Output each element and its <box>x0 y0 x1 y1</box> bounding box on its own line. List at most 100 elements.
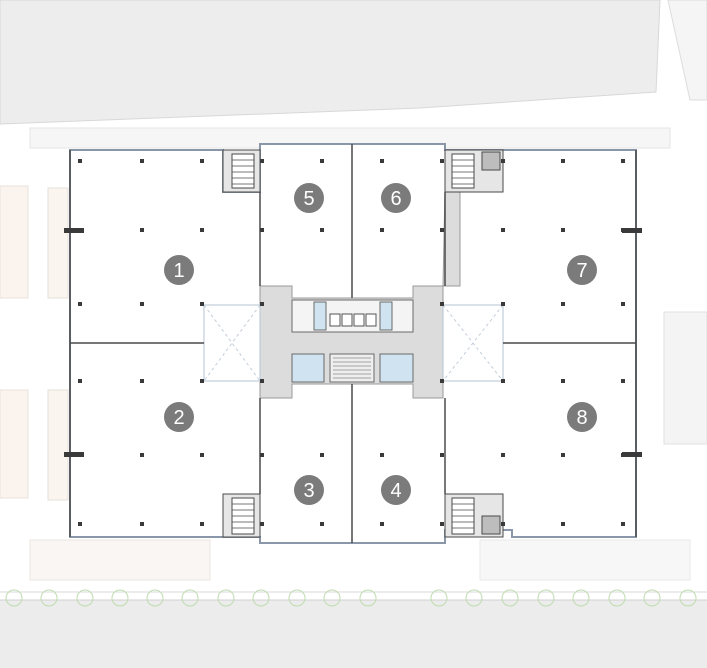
column-marker <box>200 522 204 526</box>
column-marker <box>140 228 144 232</box>
column-marker <box>320 228 324 232</box>
left-bench-upper <box>47 187 69 299</box>
column-marker <box>380 159 384 163</box>
left-atrium <box>203 304 261 382</box>
column-marker <box>501 453 505 457</box>
column-marker <box>78 302 82 306</box>
toilet-fixture <box>365 313 377 327</box>
unit-badge-3: 3 <box>294 475 324 505</box>
column-marker <box>501 522 505 526</box>
column-marker <box>320 453 324 457</box>
column-marker <box>621 522 625 526</box>
unit-badge-circle <box>567 255 597 285</box>
column-marker <box>440 302 444 306</box>
column-marker <box>140 379 144 383</box>
tree-icon <box>217 589 235 607</box>
column-marker <box>440 453 444 457</box>
unit-number: 8 <box>576 407 587 429</box>
stair-core-top-left <box>222 149 261 193</box>
unit-number: 6 <box>390 188 401 210</box>
column-marker <box>440 228 444 232</box>
unit-badge-circle <box>164 255 194 285</box>
unit-number: 4 <box>390 480 401 502</box>
column-marker <box>140 522 144 526</box>
column-marker <box>621 453 625 457</box>
column-marker <box>501 228 505 232</box>
upper-right-edge <box>667 0 707 101</box>
column-marker <box>200 379 204 383</box>
column-marker <box>380 228 384 232</box>
column-marker <box>440 159 444 163</box>
column-marker <box>78 159 82 163</box>
column-marker <box>501 159 505 163</box>
column-marker <box>260 379 264 383</box>
unit-badge-circle <box>567 402 597 432</box>
tree-icon <box>5 589 23 607</box>
stair-core-bottom-left <box>222 493 261 538</box>
column-marker <box>200 159 204 163</box>
column-marker <box>260 302 264 306</box>
tree-icon <box>323 589 341 607</box>
column-marker <box>260 159 264 163</box>
unit-badge-2: 2 <box>164 402 194 432</box>
column-marker <box>140 302 144 306</box>
unit-badge-1: 1 <box>164 255 194 285</box>
tree-icon <box>572 589 590 607</box>
column-marker <box>78 228 82 232</box>
unit-badge-circle <box>381 183 411 213</box>
tree-icon <box>76 589 94 607</box>
tree-icon <box>608 589 626 607</box>
column-marker <box>200 453 204 457</box>
left-bench-lower <box>47 389 69 501</box>
column-marker <box>78 379 82 383</box>
restroom-upper-right <box>379 301 393 331</box>
restroom-upper-left <box>313 301 327 331</box>
left-planter-lower <box>0 389 29 499</box>
toilet-fixture <box>341 313 353 327</box>
column-marker <box>501 302 505 306</box>
right-ramp <box>663 311 707 445</box>
column-marker <box>501 379 505 383</box>
column-marker <box>140 453 144 457</box>
unit-number: 3 <box>303 480 314 502</box>
unit-badge-circle <box>164 402 194 432</box>
column-marker <box>320 159 324 163</box>
toilet-fixture <box>329 313 341 327</box>
column-marker <box>320 522 324 526</box>
right-atrium <box>442 304 504 382</box>
toilet-fixture <box>353 313 365 327</box>
tree-icon <box>146 589 164 607</box>
restroom-lower-left <box>291 353 325 383</box>
unit-number: 7 <box>576 260 587 282</box>
column-marker <box>561 522 565 526</box>
stair-core-top-right <box>444 149 504 193</box>
unit-badge-circle <box>294 475 324 505</box>
column-marker <box>260 453 264 457</box>
toilet-fixtures <box>329 313 377 327</box>
column-marker <box>561 159 565 163</box>
exterior-wall-marks <box>64 228 642 457</box>
tree-icon <box>40 589 58 607</box>
column-marker <box>380 453 384 457</box>
column-marker <box>621 159 625 163</box>
column-marker <box>561 379 565 383</box>
unit-number: 5 <box>303 188 314 210</box>
unit-number: 2 <box>173 407 184 429</box>
unit-number: 1 <box>173 260 184 282</box>
stair-core-bottom-right <box>444 493 504 538</box>
unit-badge-circle <box>381 475 411 505</box>
upper-plaza <box>0 0 661 125</box>
tree-icon <box>430 589 448 607</box>
column-marker <box>260 228 264 232</box>
column-marker <box>380 522 384 526</box>
column-marker <box>561 228 565 232</box>
unit-badge-circle <box>294 183 324 213</box>
unit-badge-5: 5 <box>294 183 324 213</box>
column-marker <box>621 302 625 306</box>
structural-columns <box>78 159 625 526</box>
tree-icon <box>465 589 483 607</box>
tree-icon <box>537 589 555 607</box>
tree-icon <box>181 589 199 607</box>
column-marker <box>440 379 444 383</box>
column-marker <box>561 453 565 457</box>
